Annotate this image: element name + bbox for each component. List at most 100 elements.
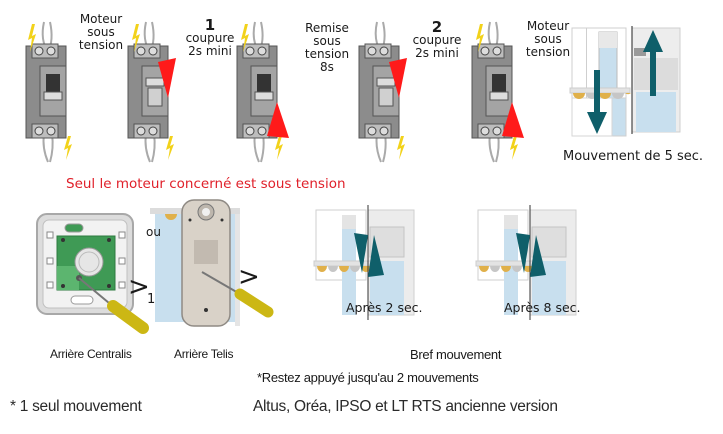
telis-back-image bbox=[150, 199, 274, 327]
step-4-line-2: 2s mini bbox=[415, 46, 459, 60]
toggle-label bbox=[145, 77, 165, 87]
screw-icon bbox=[34, 126, 44, 136]
note-only-motor-powered: Seul le moteur concerné est sous tension bbox=[66, 176, 346, 192]
screw-icon bbox=[245, 126, 255, 136]
red-arrow-down-icon bbox=[158, 58, 176, 98]
lightning-icon-bottom bbox=[397, 136, 405, 160]
window-after-8s bbox=[475, 205, 577, 320]
after-8s-caption: Après 8 sec. bbox=[504, 300, 581, 315]
toggle-label bbox=[43, 91, 63, 101]
breaker-3 bbox=[236, 21, 289, 163]
screw-icon bbox=[367, 46, 377, 56]
screw-icon bbox=[379, 126, 389, 136]
toggle-label bbox=[376, 77, 396, 87]
step-number-2: 2 bbox=[431, 18, 443, 36]
toggle-off bbox=[378, 87, 394, 107]
screw-icon bbox=[480, 46, 490, 56]
window-blind bbox=[342, 215, 356, 229]
awning-scallop bbox=[479, 266, 489, 272]
awning-scallop bbox=[512, 266, 522, 272]
step-2-label: 1 coupure 2s mini bbox=[180, 18, 240, 58]
single-movement-note: * 1 seul mouvement bbox=[10, 398, 142, 415]
step-1-label: Moteur sous tension bbox=[70, 13, 132, 52]
step-3-label: Remise sous tension 8s bbox=[298, 22, 356, 74]
telis-caption: Arrière Telis bbox=[174, 347, 234, 361]
centralis-caption: Arrière Centralis bbox=[50, 347, 132, 361]
lightning-icon-top bbox=[132, 24, 140, 52]
screw-icon bbox=[136, 46, 146, 56]
centralis-back-image bbox=[36, 213, 149, 334]
screw-icon bbox=[148, 126, 158, 136]
or-label: ou bbox=[146, 225, 161, 239]
step-2-line-2: 2s mini bbox=[188, 44, 232, 58]
greater-than-sign-1: > bbox=[128, 272, 150, 302]
screw-icon bbox=[492, 46, 502, 56]
red-arrow-down-icon bbox=[389, 58, 407, 98]
hold-note: *Restez appuyé jusqu'au 2 mouvements bbox=[257, 370, 479, 385]
screw-icon bbox=[46, 126, 56, 136]
awning-scallop bbox=[501, 266, 511, 272]
arrow-up-icon bbox=[368, 235, 384, 277]
step-1-line-3: tension bbox=[78, 38, 124, 52]
greater-than-sign-2: > bbox=[238, 262, 260, 292]
lightning-icon-top bbox=[476, 24, 484, 52]
awning-scallop bbox=[317, 266, 327, 272]
brief-movement-title: Bref mouvement bbox=[410, 347, 502, 362]
screw-icon bbox=[34, 46, 44, 56]
screw-icon bbox=[257, 126, 267, 136]
screw-icon bbox=[245, 46, 255, 56]
screw-icon bbox=[148, 46, 158, 56]
breaker-2 bbox=[127, 21, 176, 163]
step-3-line-1: Remise bbox=[305, 21, 349, 35]
movement-5s-caption: Mouvement de 5 sec. bbox=[563, 149, 704, 164]
awning-scallop bbox=[339, 266, 349, 272]
screw-icon bbox=[480, 126, 490, 136]
toggle-label bbox=[489, 91, 509, 101]
after-2s-caption: Après 2 sec. bbox=[346, 300, 423, 315]
screw-icon bbox=[379, 46, 389, 56]
lightning-icon-top bbox=[28, 24, 36, 52]
lightning-icon-top bbox=[241, 24, 249, 52]
step-4-line-1: coupure bbox=[412, 33, 462, 47]
breaker-5 bbox=[471, 21, 524, 163]
step-5-line-2: sous bbox=[534, 32, 562, 46]
arrow-up-icon bbox=[643, 30, 663, 96]
step-3-line-3: tension bbox=[304, 47, 350, 61]
models-note: Altus, Oréa, IPSO et LT RTS ancienne ver… bbox=[253, 398, 558, 415]
toggle-on bbox=[46, 74, 60, 92]
awning-scallop bbox=[350, 266, 360, 272]
arrow-down-icon bbox=[354, 233, 368, 273]
breaker-4 bbox=[358, 21, 407, 163]
awning-scallop bbox=[328, 266, 338, 272]
step-3-line-4: 8s bbox=[320, 60, 334, 74]
arrow-down-icon bbox=[516, 233, 530, 273]
step-number-1: 1 bbox=[204, 16, 216, 34]
toggle-label bbox=[254, 91, 274, 101]
lightning-icon-bottom bbox=[64, 136, 72, 160]
screw-icon bbox=[46, 46, 56, 56]
step-3-line-2: sous bbox=[313, 34, 341, 48]
toggle-on bbox=[257, 74, 271, 92]
step-5-label: Moteur sous tension bbox=[518, 20, 578, 59]
screw-icon bbox=[136, 126, 146, 136]
step-4-label: 2 coupure 2s mini bbox=[407, 20, 467, 60]
arrow-up-icon bbox=[530, 235, 546, 277]
window-after-2s bbox=[313, 205, 415, 320]
screw-icon bbox=[492, 126, 502, 136]
screw-icon bbox=[257, 46, 267, 56]
step-5-line-1: Moteur bbox=[526, 19, 570, 33]
breaker-1 bbox=[25, 21, 72, 163]
screwdriver-icon bbox=[78, 277, 149, 334]
toggle-off bbox=[147, 87, 163, 107]
red-arrow-up-icon bbox=[267, 102, 289, 138]
window-blind bbox=[504, 215, 518, 229]
toggle-on bbox=[492, 74, 506, 92]
arrow-down-icon bbox=[587, 70, 607, 134]
awning-scallop bbox=[490, 266, 500, 272]
screw-icon bbox=[367, 126, 377, 136]
lightning-icon-bottom bbox=[166, 136, 174, 160]
window-shutter-5s bbox=[569, 26, 681, 137]
step-1-line-1: Moteur bbox=[79, 12, 123, 26]
step-5-line-3: tension bbox=[525, 45, 571, 59]
screwdriver-icon-2 bbox=[201, 271, 274, 318]
